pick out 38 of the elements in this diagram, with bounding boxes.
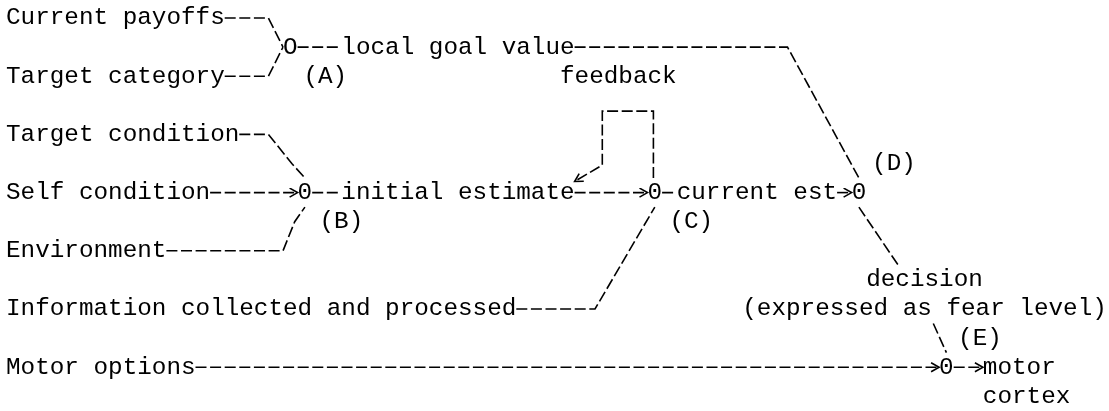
edge-label: feedback (560, 61, 677, 91)
connector-line (515, 206, 656, 310)
input-label: Target category (6, 61, 225, 91)
connector-line (223, 17, 284, 48)
input-label: Target condition (6, 119, 240, 149)
junction-mark: 0 (851, 178, 867, 208)
input-label: Current payoffs (6, 3, 225, 33)
connector-line (165, 206, 306, 252)
junction-mark: 0 (647, 178, 663, 208)
signal-label: local goal value (341, 32, 575, 62)
arrow (836, 187, 853, 198)
arrow (573, 187, 649, 198)
junction-mark: 0 (939, 352, 954, 382)
arrow (952, 361, 984, 373)
callout-letter: (C) (669, 207, 714, 237)
decision-title: decision (865, 265, 984, 295)
callout-letter: (A) (303, 61, 348, 91)
junction-mark: O (283, 32, 298, 62)
junction-mark: 0 (297, 178, 313, 208)
connector-line (573, 46, 860, 179)
decision-note: (expressed as fear level) (742, 294, 1107, 324)
output-label: motor cortex (982, 352, 1071, 411)
connector-line (238, 133, 306, 179)
callout-letter: (E) (958, 323, 1002, 353)
callout-letter: (D) (872, 148, 916, 179)
connector-line (858, 206, 900, 267)
connector-line (223, 46, 284, 77)
signal-label: initial estimate (341, 178, 575, 208)
connector-line (932, 322, 948, 354)
arrow (209, 187, 299, 198)
callout-letter: (B) (319, 207, 364, 237)
input-label: Motor options (6, 352, 196, 382)
arrow (573, 110, 655, 183)
signal-label: current est (676, 178, 838, 208)
input-label: Environment (6, 236, 167, 266)
arrow (194, 361, 940, 373)
input-label: Information collected and processed (6, 294, 517, 324)
input-label: Self condition (6, 178, 211, 208)
